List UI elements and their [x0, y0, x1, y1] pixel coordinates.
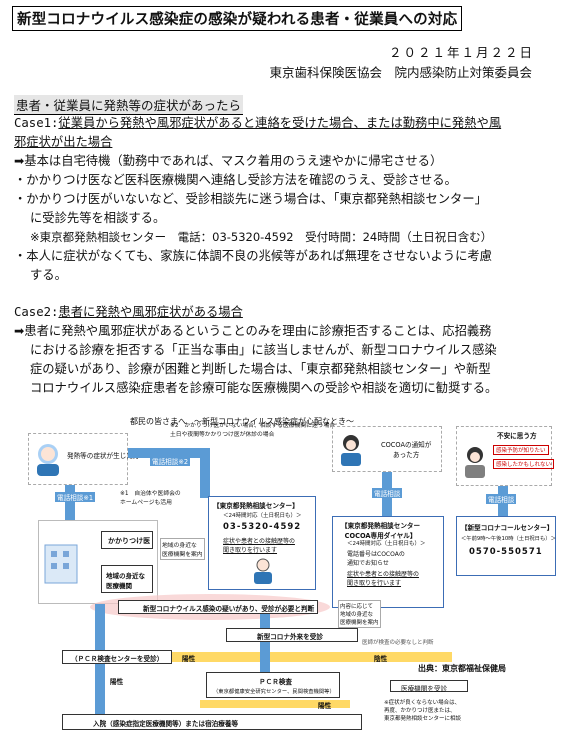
local-clinic-box: 地域の身近な 医療機関	[101, 565, 153, 593]
case2-para-line2: における診療を拒否する「正当な事由」に該当しませんが、新型コロナウイルス感染	[30, 343, 497, 357]
document-title: 新型コロナウイルス感染症の感染が疑われる患者・従業員への対応	[12, 6, 463, 31]
case2-line: Case2:患者に発熱や風邪症状がある場合	[14, 303, 243, 323]
positive-label-3: 陽性	[318, 702, 332, 710]
pcr-test-sub: （東京都健康安全研究センター、民間検査機関等）	[213, 689, 335, 695]
admission-box: 入院（感染症指定医療機関等）または宿泊療養等	[62, 714, 362, 730]
callcenter-hours: ＜午前9時～午後10時（土日祝日も）＞	[461, 536, 556, 542]
note1: ※1 自治体や医師会の ホームページも活用	[120, 491, 181, 506]
cocoa-center-title: 【東京都発熱相談センター COCOA専用ダイヤル】	[341, 522, 421, 540]
case2-text: 患者に発熱や風邪症状がある場合	[58, 305, 243, 319]
flowchart: 都民の皆さまへ ～新型コロナウイルス感染症が心配なとき～ 発熱等の症状が生じた方…	[0, 408, 580, 739]
case1-text: 従業員から発熱や風邪症状があると連絡を受けた場合、または勤務中に発熱や風	[58, 116, 502, 130]
suspect-label: 新型コロナウイルス感染の疑いがあり、受診が必要と判断	[143, 605, 315, 613]
outpatient-box: 新型コロナ外来を受診	[226, 628, 358, 642]
anxious-phone-consult: 電話相談	[486, 494, 517, 504]
phone-consult-2: 電話相談※2	[150, 456, 191, 466]
case2-para-line1: ➡患者に発熱や風邪症状があるということのみを理由に診療拒否することは、応招義務	[14, 324, 492, 338]
cocoa-center-desc2: 症状や患者との接触歴等の 聞き取りを行います	[347, 571, 419, 587]
anxious-person-label: 不安に思う方	[497, 432, 537, 440]
symptom-person-label: 発熱等の症状が生じた方	[67, 452, 140, 460]
callcenter-box: 【新型コロナコールセンター】 ＜午前9時～午後10時（土日祝日も）＞ 0570-…	[456, 516, 556, 576]
bullet-3-line1: ・本人に症状がなくても、家族に体調不良の兆候等があれば無理をさせないように考慮	[14, 249, 492, 263]
case2-label: Case2:	[14, 305, 59, 319]
clinic-visit-label: 医療機関を受診	[401, 685, 448, 693]
callcenter-phone: 0570-550571	[469, 547, 543, 557]
fever-center-phone: 03-5320-4592	[223, 522, 302, 532]
bullet-3-line2: する。	[30, 268, 67, 282]
clinic-visit-box: 医療機関を受診	[390, 680, 468, 693]
case2-para-line4: コロナウイルス感染症患者を診療可能な医療機関への受診や相談を適切に勧奨する。	[30, 381, 498, 395]
cocoa-local-guide: 内容に応じて 地域の身近な 医療機関を案内	[338, 600, 381, 628]
sick-person-icon	[37, 444, 59, 476]
doctor-judgement: 医師が検査の必要なしと判断	[362, 640, 434, 646]
document-date: ２０２１年１月２２日	[388, 45, 534, 60]
section1-heading: 患者・従業員に発熱等の症状があったら	[14, 95, 244, 115]
fever-center-box: 【東京都発熱相談センター】 ＜24時間対応（土日祝日も）＞ 03-5320-45…	[208, 496, 316, 590]
case1-line2: 邪症状が出た場合	[14, 135, 113, 149]
positive-label-2: 陽性	[110, 678, 124, 686]
pcr-center-box: （ＰＣＲ検査センターを受診）	[62, 650, 172, 664]
phone-user-icon	[341, 435, 361, 466]
bullet-2-line1: ・かかりつけ医がいないなど、受診相談先に迷う場合は、「東京都発熱相談センター」	[14, 192, 487, 206]
negative-note: ※症状が良くならない場合は、 再度、かかりつけ医または、 東京都発熱相談センター…	[384, 700, 462, 722]
basic-rule: ➡基本は自宅待機（勤務中であれば、マスク着用のうえ速やかに帰宅させる）	[14, 154, 443, 168]
pcr-test-label: ＰＣＲ検査	[259, 678, 292, 686]
case1-label: Case1:	[14, 116, 59, 130]
suspect-box: 新型コロナウイルス感染の疑いがあり、受診が必要と判断	[118, 600, 318, 614]
anxious-option-2: 感染したかもしれない	[493, 459, 555, 469]
outpatient-label: 新型コロナ外来を受診	[257, 633, 323, 641]
cocoa-center-box: 【東京都発熱相談センター COCOA専用ダイヤル】 ＜24時間対応（土日祝日も）…	[332, 516, 444, 608]
source-credit: 出典：東京都福祉保健局	[418, 663, 506, 674]
center-note: ※東京都発熱相談センター 電話：03-5320-4592 受付時間：24時間（土…	[30, 230, 493, 244]
cocoa-phone-consult: 電話相談	[372, 488, 403, 498]
flow-title: 都民の皆さまへ ～新型コロナウイルス感染症が心配なとき～	[130, 417, 354, 426]
bullet-1: ・かかりつけ医など医科医療機関へ連絡し受診方法を確認のうえ、受診させる。	[14, 173, 457, 187]
symptom-person-box: 発熱等の症状が生じた方	[28, 433, 140, 485]
cocoa-person-box: COCOAの通知が あった方	[332, 426, 442, 472]
local-clinic-label: 地域の身近な 医療機関	[106, 572, 145, 590]
cocoa-center-hours: ＜24時間対応（土日祝日も）＞	[347, 541, 426, 547]
cocoa-person-label: COCOAの通知が あった方	[381, 441, 432, 459]
family-doctor-label: かかりつけ医	[108, 537, 151, 545]
callcenter-title: 【新型コロナコールセンター】	[461, 524, 554, 532]
note2: ※2 かかりつけ医がいない場合、相談する医療機関に迷う場合 土日や夜間等かかりつ…	[170, 423, 336, 438]
fever-center-title: 【東京都発熱相談センター】	[213, 502, 299, 510]
local-guide: 地域の身近な 医療機関を案内	[160, 538, 205, 560]
admission-label: 入院（感染症指定医療機関等）または宿泊療養等	[93, 720, 239, 728]
operator-icon	[254, 558, 272, 584]
fever-center-hours: ＜24時間対応（土日祝日も）＞	[223, 513, 302, 519]
fever-center-desc: 症状や患者との接触歴等の 聞き取りを行います	[223, 538, 295, 554]
case2-para-line3: 症の疑いがあり、診療が困難と判断した場合は、「東京都発熱相談センター」や新型	[30, 362, 491, 376]
negative-label: 陰性	[374, 655, 388, 663]
anxious-option-1: 感染予防が知りたい	[493, 445, 549, 455]
bullet-2-line2: に受診先等を相談する。	[30, 211, 166, 225]
anxious-person-box: 不安に思う方 感染予防が知りたい 感染したかもしれない	[456, 426, 555, 486]
family-doctor-panel: かかりつけ医 地域の身近な 医療機関	[38, 520, 158, 604]
worried-person-icon	[465, 447, 485, 478]
clinic-building-icon	[44, 544, 78, 584]
phone-consult-1: 電話相談※1	[55, 492, 96, 502]
case1-line1: Case1:従業員から発熱や風邪症状があると連絡を受けた場合、または勤務中に発熱…	[14, 114, 501, 134]
pcr-center-label: （ＰＣＲ検査センターを受診）	[71, 655, 164, 663]
cocoa-center-desc: 電話番号はCOCOAの 通知でお知らせ	[347, 551, 405, 567]
family-doctor-box: かかりつけ医	[101, 531, 153, 549]
document-organization: 東京歯科保険医協会 院内感染防止対策委員会	[269, 65, 532, 80]
pcr-test-box: ＰＣＲ検査 （東京都健康安全研究センター、民間検査機関等）	[206, 672, 340, 698]
positive-label-1: 陽性	[182, 655, 196, 663]
